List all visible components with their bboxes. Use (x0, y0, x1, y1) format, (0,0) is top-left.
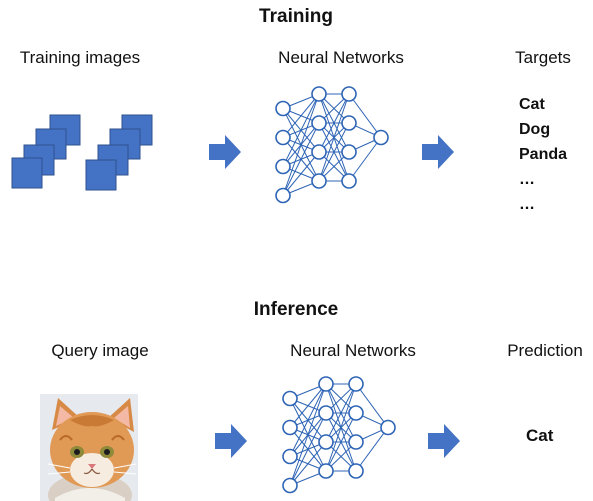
network-node (275, 187, 291, 204)
query-cat-image (40, 394, 138, 501)
network-node (341, 173, 357, 189)
network-edge (282, 151, 320, 196)
network-node (341, 86, 357, 102)
target-item-ellipsis: … (519, 171, 535, 188)
network-node (311, 115, 327, 131)
training-image-stack-left (11, 114, 81, 189)
network-node (348, 434, 364, 450)
network-edge (348, 137, 382, 182)
network-node (318, 405, 334, 421)
target-item-panda: Panda (519, 146, 568, 163)
target-item-dog: Dog (519, 121, 551, 138)
arrow-icon (209, 135, 241, 169)
network-node (348, 405, 364, 421)
network-node (373, 129, 389, 146)
network-edge (318, 122, 350, 182)
network-node (282, 448, 298, 465)
network-node (311, 144, 327, 160)
prediction-label: Prediction (507, 341, 583, 360)
network-edge (289, 383, 327, 428)
network-edge (289, 383, 327, 457)
inference-neural-network (282, 376, 396, 494)
network-edge (325, 412, 357, 472)
network-edge (282, 93, 320, 167)
network-node (348, 376, 364, 392)
inference-title: Inference (253, 299, 339, 320)
training-images-label: Training images (19, 48, 141, 67)
network-edge (355, 427, 389, 472)
network-edge (318, 93, 350, 153)
prediction-value: Cat (526, 426, 554, 445)
network-edge (318, 93, 350, 182)
arrow-icon (215, 424, 247, 458)
training-title: Training (259, 6, 333, 27)
arrow-icon (428, 424, 460, 458)
network-node (318, 434, 334, 450)
network-node (282, 390, 298, 407)
network-node (311, 86, 327, 102)
network-node (275, 100, 291, 117)
network-edge (325, 383, 357, 443)
network-node (282, 419, 298, 436)
network-edge (325, 383, 357, 472)
training-neural-network (275, 86, 389, 204)
network-node (341, 144, 357, 160)
network-node (311, 173, 327, 189)
network-edge (289, 383, 327, 486)
network-node (348, 463, 364, 479)
inference-network-label: Neural Networks (290, 341, 416, 360)
network-node (275, 158, 291, 175)
network-edge (282, 122, 320, 196)
network-edge (348, 93, 382, 138)
network-node (380, 419, 396, 436)
network-node (318, 376, 334, 392)
network-edge (282, 93, 320, 138)
target-item-cat: Cat (519, 96, 545, 113)
network-edge (289, 441, 327, 486)
network-node (341, 115, 357, 131)
training-network-label: Neural Networks (278, 48, 404, 67)
training-image-stack-right (85, 114, 153, 191)
network-node (318, 463, 334, 479)
targets-label: Targets (515, 48, 571, 67)
targets-list: Cat Dog Panda … … (519, 92, 567, 217)
network-edge (355, 383, 389, 428)
arrow-icon (422, 135, 454, 169)
network-node (275, 129, 291, 146)
query-image-label: Query image (51, 341, 149, 360)
network-edge (289, 412, 327, 486)
target-item-ellipsis: … (519, 196, 535, 213)
network-edge (282, 93, 320, 196)
network-node (282, 477, 298, 494)
